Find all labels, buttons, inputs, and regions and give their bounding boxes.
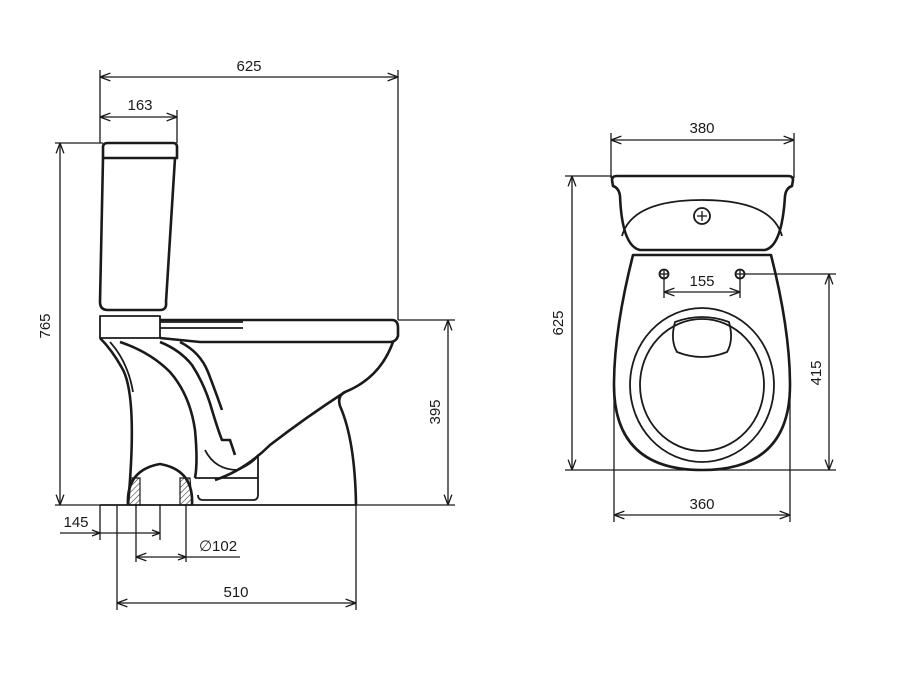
hinge-hole-left-icon [658,268,670,280]
cistern-inner [621,199,783,237]
trap-weir [204,449,259,478]
water-area [672,316,732,358]
trapway-inner [159,340,237,456]
dimension-outlet-offset: 145 [63,514,88,531]
cistern-lid [101,141,179,160]
dimension-seat-height: 395 [427,399,444,424]
dimension-hinge-spacing: 155 [689,273,714,290]
side-view: 625 163 765 395 145 ∅102 510 [37,58,455,610]
dimension-total-length: 625 [236,58,261,75]
seat-line [160,321,243,329]
pedestal-front-inner [109,341,134,393]
trap-seal [195,477,259,501]
dimension-tank-depth: 163 [127,97,152,114]
dimension-bowl-length: 415 [808,360,825,385]
bowl-opening-top [639,318,765,452]
dimension-outlet-diameter: ∅102 [199,538,237,555]
hinge-hole-right-icon [734,268,746,280]
cistern-base [99,315,161,339]
pedestal-front [99,337,134,506]
bowl-rim-top [629,307,775,463]
flush-button-icon [693,207,711,225]
bowl-outer [337,341,395,506]
outlet-horn [126,462,194,506]
bowl-rim [159,318,400,344]
cistern-top [610,174,795,252]
dimension-length: 625 [550,310,567,335]
cistern-body [98,157,177,312]
trapway-back [179,340,224,411]
bowl-trap-outer [214,390,346,482]
dimension-width: 380 [689,120,714,137]
top-view: 380 625 155 415 360 [550,120,836,522]
dimension-total-height: 765 [37,313,54,338]
dimension-base-length: 510 [223,584,248,601]
trapway-upper [119,340,198,479]
dimension-bowl-width: 360 [689,496,714,513]
